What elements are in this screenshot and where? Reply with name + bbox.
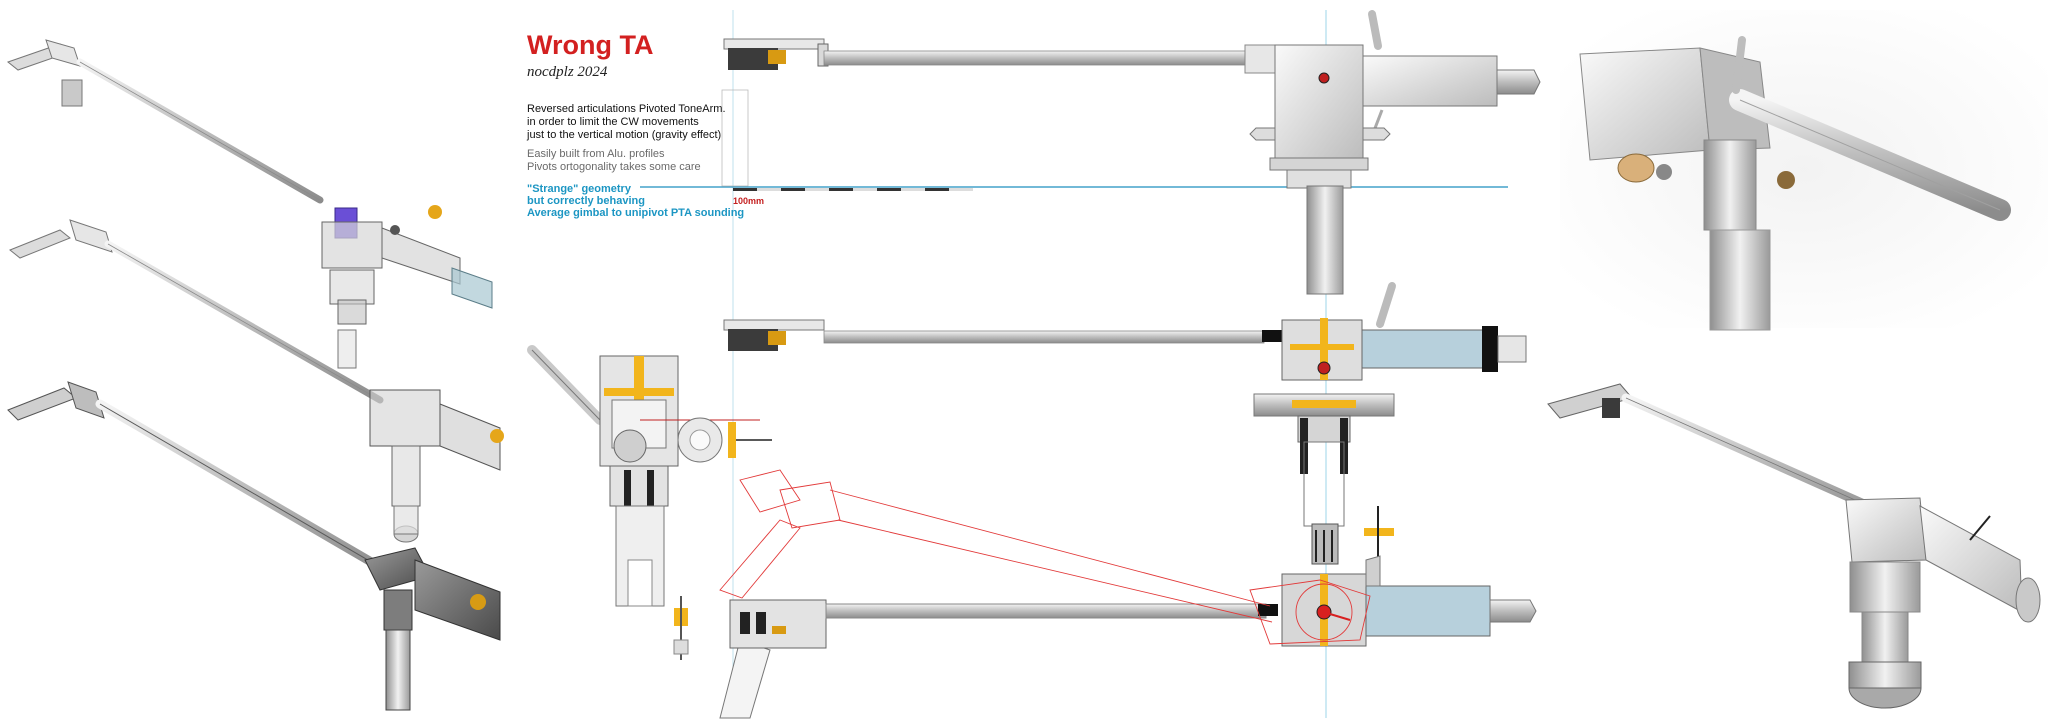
behaviour-remarks: "Strange" geometry but correctly behavin… bbox=[527, 183, 744, 219]
build-notes: Easily built from Alu. profiles Pivots o… bbox=[527, 148, 701, 174]
description-text: Reversed articulations Pivoted ToneArm. … bbox=[527, 103, 726, 142]
scale-label: 100mm bbox=[733, 196, 765, 206]
note-line: Pivots ortogonality takes some care bbox=[527, 161, 701, 173]
render-exploded bbox=[6, 39, 493, 369]
description-line: Reversed articulations Pivoted ToneArm. bbox=[527, 103, 726, 115]
render-solid bbox=[7, 381, 501, 711]
note-line: Easily built from Alu. profiles bbox=[527, 148, 665, 160]
plan-view bbox=[719, 555, 1537, 719]
author-signature: nocdplz 2024 bbox=[527, 64, 608, 80]
photo-render-top bbox=[1560, 10, 2048, 331]
description-line: just to the vertical motion (gravity eff… bbox=[527, 129, 722, 141]
description-line: in order to limit the CW movements bbox=[527, 116, 699, 128]
page-title: Wrong TA bbox=[527, 30, 654, 60]
remark-line: but correctly behaving bbox=[527, 195, 645, 207]
remark-line: "Strange" geometry bbox=[527, 183, 631, 195]
remark-line: Average gimbal to unipivot PTA sounding bbox=[527, 207, 745, 219]
swing-outline bbox=[719, 469, 1371, 645]
render-transparent bbox=[9, 219, 504, 543]
front-view bbox=[527, 345, 772, 660]
side-view-top bbox=[723, 10, 1541, 295]
photo-render-bottom bbox=[1547, 383, 2041, 709]
scale-bar bbox=[721, 89, 973, 191]
section-view bbox=[723, 282, 1527, 565]
